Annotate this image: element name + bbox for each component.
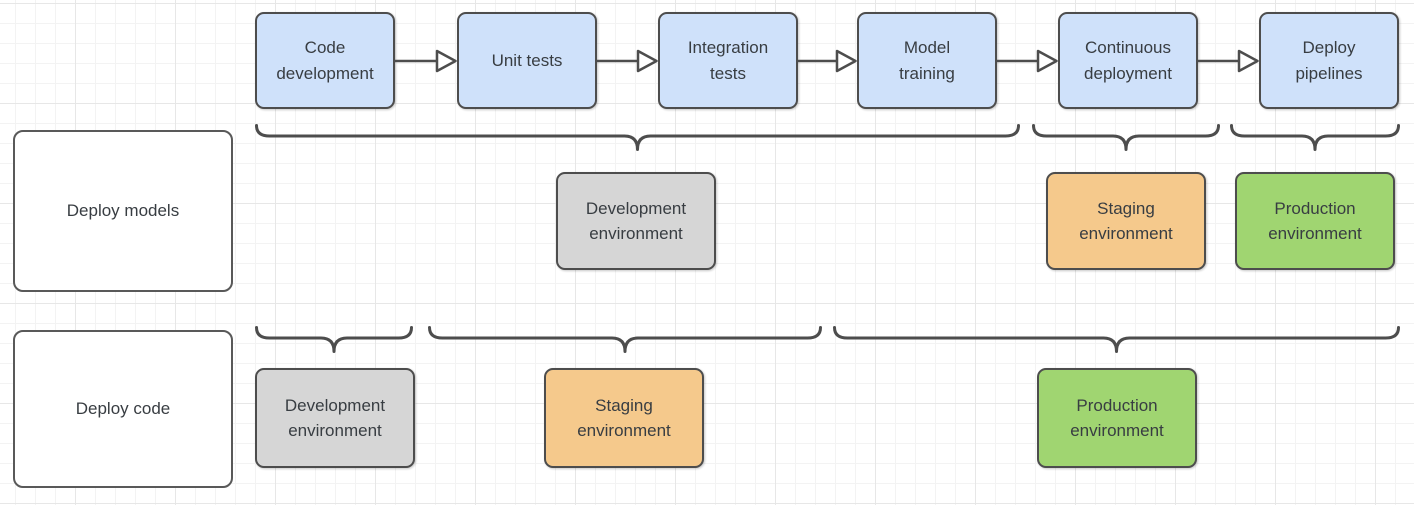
row-label-deploy-models: Deploy models — [13, 130, 233, 292]
pipeline-step-unit-tests: Unit tests — [457, 12, 597, 109]
row-label-deploy-code: Deploy code — [13, 330, 233, 488]
env-code-production: Production environment — [1037, 368, 1197, 468]
environment-label: Staging environment — [1079, 198, 1173, 244]
brace-models-production — [1230, 124, 1400, 151]
env-models-production: Production environment — [1235, 172, 1395, 270]
flow-arrow — [395, 49, 457, 73]
environment-label: Development environment — [284, 395, 386, 441]
env-code-development: Development environment — [255, 368, 415, 468]
pipeline-step-continuous-deployment: Continuous deployment — [1058, 12, 1198, 109]
pipeline-step-label: Integration tests — [687, 38, 769, 83]
brace-models-staging — [1032, 124, 1220, 151]
pipeline-step-integration-tests: Integration tests — [658, 12, 798, 109]
environment-label: Production environment — [1268, 198, 1362, 244]
pipeline-step-label: Continuous deployment — [1084, 38, 1172, 83]
pipeline-step-deploy-pipelines: Deploy pipelines — [1259, 12, 1399, 109]
pipeline-step-model-training: Model training — [857, 12, 997, 109]
flow-arrow — [798, 49, 857, 73]
environment-label: Production environment — [1070, 395, 1164, 441]
environment-label: Development environment — [585, 198, 687, 244]
env-models-development: Development environment — [556, 172, 716, 270]
flow-arrow — [997, 49, 1058, 73]
row-label: Deploy code — [75, 399, 171, 418]
brace-models-development — [255, 124, 1020, 151]
pipeline-step-label: Unit tests — [491, 50, 563, 70]
brace-code-staging — [428, 326, 822, 353]
pipeline-step-code-development: Code development — [255, 12, 395, 109]
env-code-staging: Staging environment — [544, 368, 704, 468]
row-label: Deploy models — [66, 201, 180, 220]
environment-label: Staging environment — [577, 395, 671, 441]
pipeline-step-label: Deploy pipelines — [1295, 38, 1363, 83]
brace-code-production — [833, 326, 1400, 353]
pipeline-step-label: Code development — [276, 38, 374, 83]
pipeline-step-label: Model training — [899, 38, 955, 83]
env-models-staging: Staging environment — [1046, 172, 1206, 270]
flow-arrow — [1198, 49, 1259, 73]
brace-code-development — [255, 326, 413, 353]
flow-arrow — [597, 49, 658, 73]
